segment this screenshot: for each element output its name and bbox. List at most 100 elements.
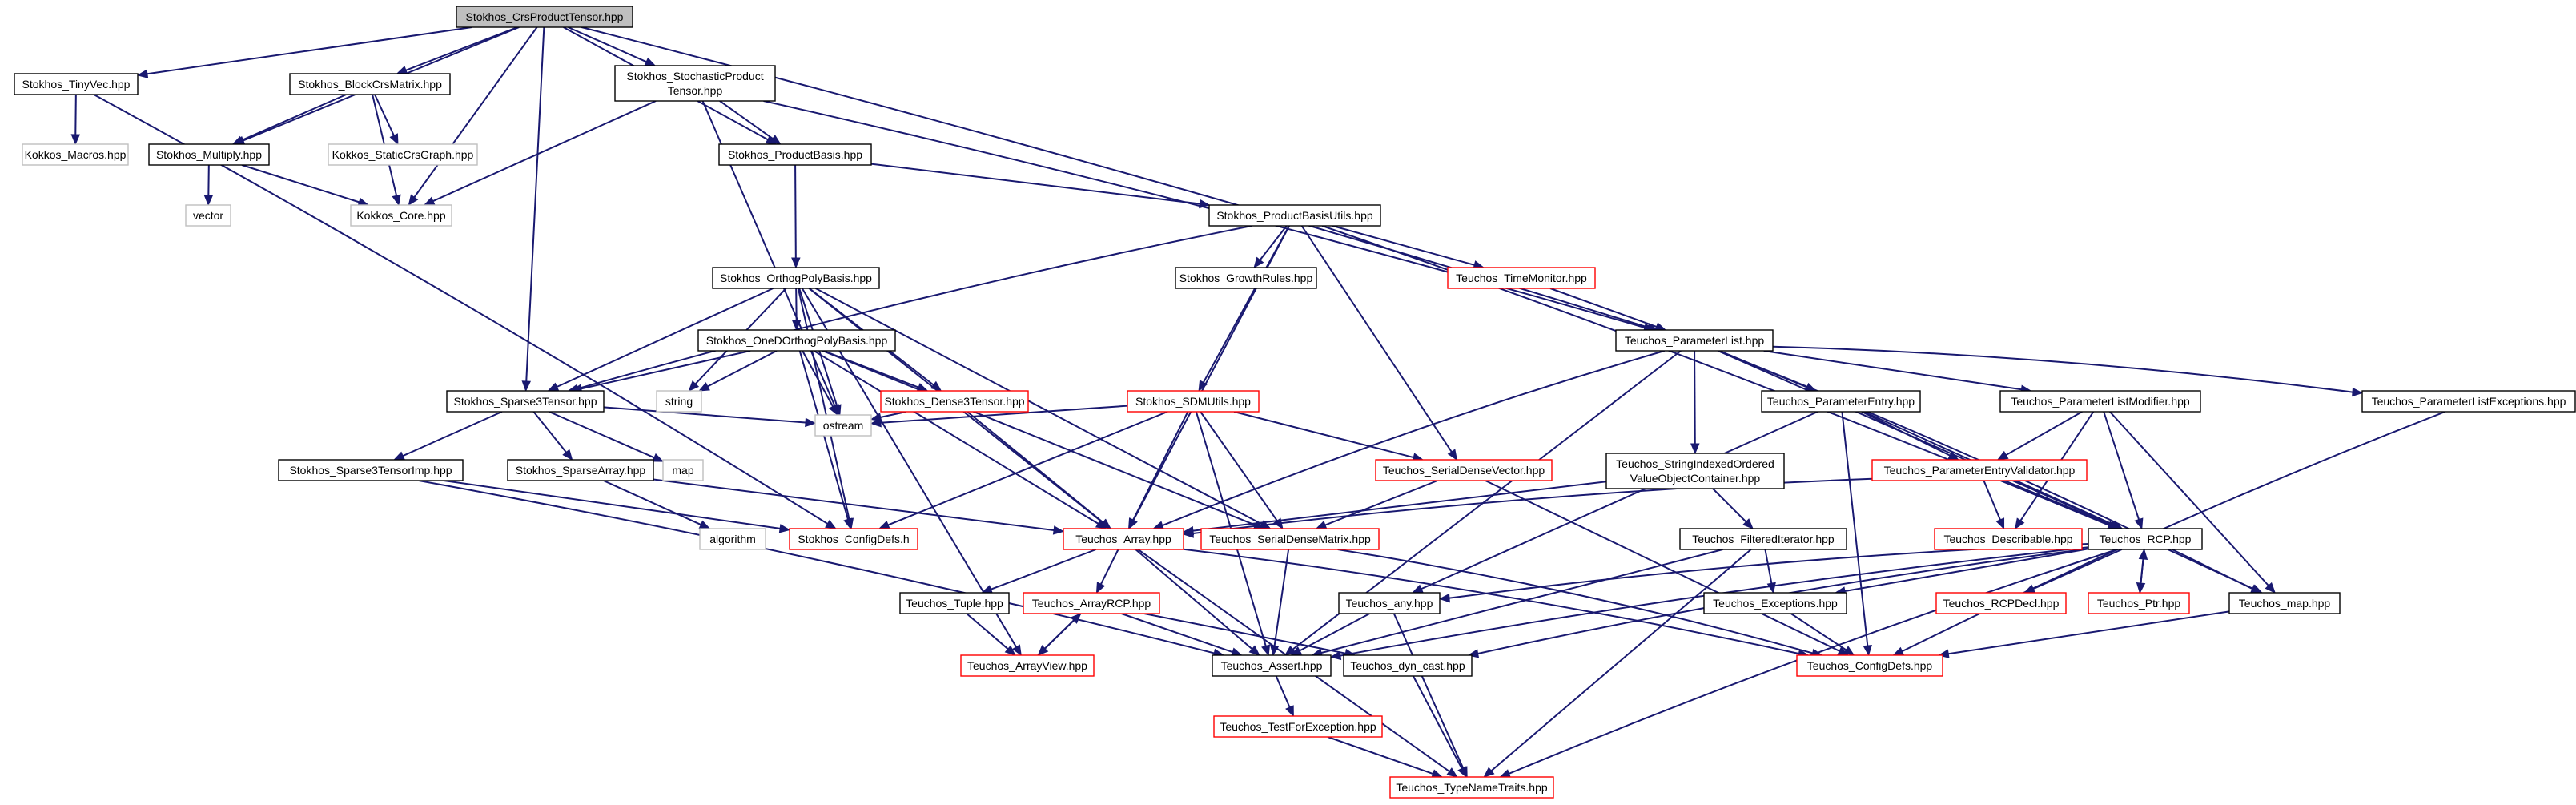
edge-line — [1844, 548, 2089, 592]
node-stokhos-productbasis-hpp[interactable]: Stokhos_ProductBasis.hpp — [718, 143, 872, 166]
edge-stochprod-to-prodbasis — [719, 100, 782, 145]
node-string[interactable]: string — [656, 390, 702, 413]
edge-arrowhead — [408, 194, 419, 207]
node-teuchos-array-hpp[interactable]: Teuchos_Array.hpp — [1063, 528, 1184, 550]
edge-line — [603, 480, 701, 525]
node-teuchos-describable-hpp[interactable]: Teuchos_Describable.hpp — [1934, 528, 2083, 550]
node-stokhos-configdefs-h[interactable]: Stokhos_ConfigDefs.h — [789, 528, 918, 550]
edge-tinyvec-to-kmacros — [70, 94, 81, 146]
node-teuchos-timemonitor-hpp[interactable]: Teuchos_TimeMonitor.hpp — [1447, 267, 1596, 289]
node-stokhos-growthrules-hpp[interactable]: Stokhos_GrowthRules.hpp — [1175, 267, 1317, 289]
node-stokhos-dense3tensor-hpp[interactable]: Stokhos_Dense3Tensor.hpp — [880, 390, 1029, 413]
node-teuchos-arrayrcp-hpp[interactable]: Teuchos_ArrayRCP.hpp — [1023, 592, 1160, 614]
edge-line — [374, 94, 395, 136]
edge-line — [1948, 610, 2230, 655]
edge-oned-to-string — [697, 350, 778, 392]
node-teuchos-typenametraits-hpp[interactable]: Teuchos_TypeNameTraits.hpp — [1389, 776, 1554, 799]
node-box — [456, 6, 633, 28]
node-teuchos-stringindexedordered-valueobjectcontainer-hpp[interactable]: Teuchos_StringIndexedOrderedValueObjectC… — [1605, 453, 1785, 489]
edge-line — [1412, 675, 1463, 769]
node-label: ValueObjectContainer.hpp — [1630, 472, 1761, 485]
node-teuchos-exceptions-hpp[interactable]: Teuchos_Exceptions.hpp — [1703, 592, 1847, 614]
node-teuchos-tuple-hpp[interactable]: Teuchos_Tuple.hpp — [899, 592, 1010, 614]
node-teuchos-arrayview-hpp[interactable]: Teuchos_ArrayView.hpp — [960, 654, 1095, 677]
edge-line — [1037, 619, 1075, 656]
node-teuchos-filterediterator-hpp[interactable]: Teuchos_FilteredIterator.hpp — [1679, 528, 1847, 550]
edge-arrowhead — [1253, 256, 1264, 269]
node-algorithm[interactable]: algorithm — [699, 528, 766, 550]
node-stokhos-orthogpolybasis-hpp[interactable]: Stokhos_OrthogPolyBasis.hpp — [712, 267, 880, 289]
edge-multiply-to-kcore — [241, 164, 370, 207]
node-teuchos-parameterentry-hpp[interactable]: Teuchos_ParameterEntry.hpp — [1761, 390, 1921, 413]
node-teuchos-rcp-hpp[interactable]: Teuchos_RCP.hpp — [2088, 528, 2203, 550]
node-stokhos-productbasisutils-hpp[interactable]: Stokhos_ProductBasisUtils.hpp — [1208, 204, 1381, 227]
node-teuchos-serialdensevector-hpp[interactable]: Teuchos_SerialDenseVector.hpp — [1375, 459, 1553, 481]
node-label: Teuchos_Assert.hpp — [1221, 659, 1323, 672]
node-box — [1615, 329, 1774, 352]
edge-testexc-to-typename — [1327, 736, 1444, 779]
edge-line — [967, 411, 1104, 524]
node-box — [1703, 592, 1847, 614]
edge-line — [795, 288, 798, 321]
edge-line — [802, 350, 834, 407]
node-map[interactable]: map — [662, 459, 704, 481]
node-box — [1127, 390, 1260, 413]
edge-line — [1332, 225, 1475, 266]
edge-sparse3-to-s3imp — [392, 411, 503, 461]
node-stokhos-sparse3tensorimp-hpp[interactable]: Stokhos_Sparse3TensorImp.hpp — [278, 459, 464, 481]
node-label: Teuchos_Exceptions.hpp — [1713, 597, 1838, 610]
node-stokhos-tinyvec-hpp[interactable]: Stokhos_TinyVec.hpp — [14, 73, 139, 95]
node-stokhos-sparse3tensor-hpp[interactable]: Stokhos_Sparse3Tensor.hpp — [446, 390, 605, 413]
node-stokhos-blockcrsmatrix-hpp[interactable]: Stokhos_BlockCrsMatrix.hpp — [289, 73, 451, 95]
edge-line — [444, 480, 781, 529]
edge-crs-to-blockcrs — [396, 26, 518, 74]
node-kokkos-macros-hpp[interactable]: Kokkos_Macros.hpp — [22, 143, 129, 166]
node-label: Stokhos_ConfigDefs.h — [798, 533, 909, 545]
node-teuchos-any-hpp[interactable]: Teuchos_any.hpp — [1338, 592, 1441, 614]
node-teuchos-ptr-hpp[interactable]: Teuchos_Ptr.hpp — [2088, 592, 2190, 614]
edge-strindexed-to-filtered — [1712, 488, 1754, 529]
edge-crs-to-tinyvec — [136, 26, 472, 78]
node-teuchos-testforexception-hpp[interactable]: Teuchos_TestForException.hpp — [1213, 715, 1383, 738]
node-teuchos-serialdensematrix-hpp[interactable]: Teuchos_SerialDenseMatrix.hpp — [1200, 528, 1380, 550]
node-ostream[interactable]: ostream — [814, 414, 872, 437]
node-teuchos-rcpdecl-hpp[interactable]: Teuchos_RCPDecl.hpp — [1935, 592, 2067, 614]
node-teuchos-parameterentryvalidator-hpp[interactable]: Teuchos_ParameterEntryValidator.hpp — [1871, 459, 2088, 481]
node-teuchos-parameterlistexceptions-hpp[interactable]: Teuchos_ParameterListExceptions.hpp — [2361, 390, 2576, 413]
edge-arrowhead — [1483, 767, 1495, 778]
node-stokhos-crsproducttensor-hpp[interactable]: Stokhos_CrsProductTensor.hpp — [456, 6, 633, 28]
edge-sdm-to-ostream — [870, 405, 1128, 428]
node-label: Stokhos_OrthogPolyBasis.hpp — [720, 272, 872, 284]
edge-arrowhead — [1766, 582, 1776, 594]
edge-arrowhead — [1004, 645, 1016, 656]
node-teuchos-parameterlistmodifier-hpp[interactable]: Teuchos_ParameterListModifier.hpp — [1999, 390, 2201, 413]
node-teuchos-dyn-cast-hpp[interactable]: Teuchos_dyn_cast.hpp — [1343, 654, 1473, 677]
node-box — [656, 390, 702, 413]
node-teuchos-assert-hpp[interactable]: Teuchos_Assert.hpp — [1212, 654, 1332, 677]
edge-plmod-to-rcp — [2103, 411, 2144, 530]
node-vector[interactable]: vector — [185, 204, 231, 227]
node-label: Teuchos_Array.hpp — [1075, 533, 1171, 545]
node-stokhos-sparsearray-hpp[interactable]: Stokhos_SparseArray.hpp — [507, 459, 654, 481]
edge-line — [549, 411, 655, 459]
edge-sparse3-to-ostream — [603, 406, 817, 428]
edge-line — [1421, 411, 1818, 590]
edge-arrowhead — [2138, 548, 2148, 561]
edge-arrowhead — [396, 66, 408, 74]
edge-sparsearr-to-algorithm — [603, 480, 711, 529]
node-kokkos-core-hpp[interactable]: Kokkos_Core.hpp — [350, 204, 452, 227]
node-stokhos-sdmutils-hpp[interactable]: Stokhos_SDMUtils.hpp — [1127, 390, 1260, 413]
node-teuchos-configdefs-hpp[interactable]: Teuchos_ConfigDefs.hpp — [1796, 654, 1943, 677]
edge-arrowhead — [791, 257, 801, 269]
node-teuchos-map-hpp[interactable]: Teuchos_map.hpp — [2228, 592, 2341, 614]
edge-arrowhead — [1654, 322, 1667, 332]
node-box — [1761, 390, 1921, 413]
node-stokhos-onedorthogpolybasis-hpp[interactable]: Stokhos_OneDOrthogPolyBasis.hpp — [697, 329, 896, 352]
node-kokkos-staticcrsgraph-hpp[interactable]: Kokkos_StaticCrsGraph.hpp — [328, 143, 478, 166]
node-stokhos-multiply-hpp[interactable]: Stokhos_Multiply.hpp — [148, 143, 270, 166]
edge-line — [525, 26, 545, 382]
edge-ptr-to-rcp — [2138, 548, 2148, 594]
node-teuchos-parameterlist-hpp[interactable]: Teuchos_ParameterList.hpp — [1615, 329, 1774, 352]
edge-arrowhead — [1438, 593, 1450, 603]
